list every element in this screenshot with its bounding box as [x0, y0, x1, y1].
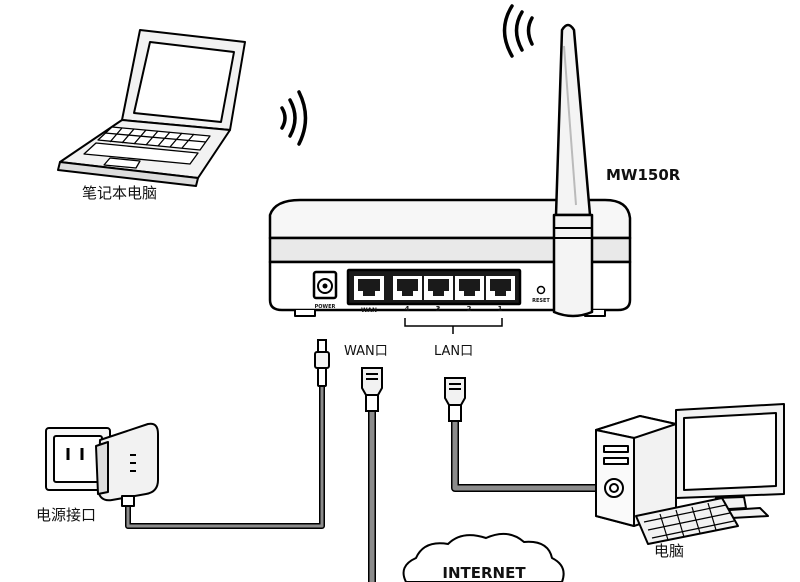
laptop-label: 笔记本电脑 — [82, 184, 157, 202]
cables — [125, 382, 608, 582]
power-port-label: POWER — [315, 304, 336, 310]
router-illustration — [268, 198, 632, 317]
laptop-keyboard — [83, 126, 211, 165]
laptop-wifi-icon — [280, 90, 308, 146]
lan-port-2-label: 2 — [467, 305, 472, 313]
power-adapter — [95, 422, 159, 507]
reset-hole — [536, 285, 546, 295]
wan-port-caption: WAN口 — [344, 344, 388, 359]
lan-cable — [451, 416, 608, 492]
wall-outlet — [45, 427, 111, 491]
computer-label: 电脑 — [654, 542, 684, 560]
reset-label: RESET — [532, 298, 550, 304]
internet-label: INTERNET — [442, 564, 526, 582]
lan-bracket — [404, 318, 503, 334]
dc-plug — [314, 339, 330, 387]
lan-rj45-connector — [444, 377, 466, 422]
lan-port-caption: LAN口 — [434, 344, 473, 359]
router-antenna — [552, 23, 594, 318]
pc-keyboard — [635, 497, 739, 545]
wan-rj45-connector — [361, 367, 383, 412]
desktop-computer-illustration — [595, 403, 785, 545]
power-socket-label: 电源接口 — [36, 506, 96, 524]
laptop-touchpad — [103, 157, 141, 169]
router-top — [268, 198, 632, 240]
model-label: MW150R — [606, 166, 681, 184]
lan-port-1-label: 1 — [498, 305, 503, 313]
lan-port-4-label: 4 — [405, 305, 410, 313]
lan-port-3-label: 3 — [436, 305, 441, 313]
internet-cloud — [402, 532, 565, 582]
antenna-wifi-icon — [502, 4, 534, 58]
wan-port-label: WAN — [361, 307, 377, 314]
laptop-illustration — [57, 29, 246, 187]
